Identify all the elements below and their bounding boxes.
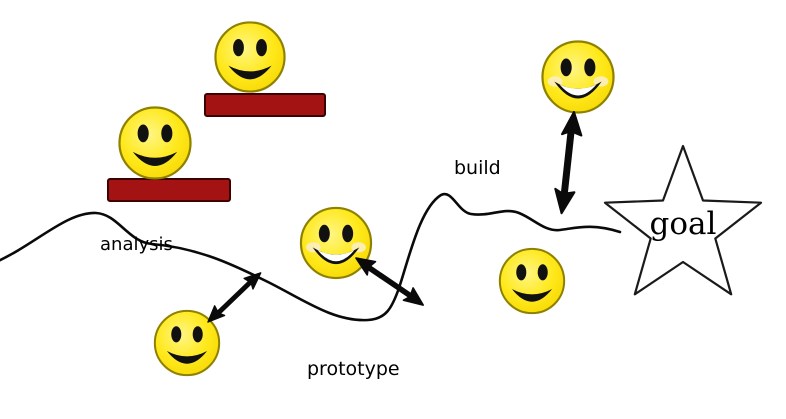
process-curve [0, 192, 622, 322]
label-prototype: prototype [307, 358, 400, 380]
label-goal: goal [650, 206, 717, 242]
smiley-grin-icon [299, 206, 373, 280]
red-bar [107, 178, 231, 202]
goal-star [603, 144, 763, 296]
double-arrow-icon [352, 251, 428, 311]
smiley-icon [118, 106, 192, 180]
smiley-icon [498, 247, 566, 315]
smiley-grin-icon [541, 40, 615, 114]
red-bar [204, 93, 326, 117]
smiley-icon [214, 21, 286, 93]
double-arrow-icon [201, 265, 267, 329]
label-analysis: analysis [100, 234, 173, 255]
label-build: build [454, 157, 501, 179]
double-arrow-icon [552, 111, 584, 215]
